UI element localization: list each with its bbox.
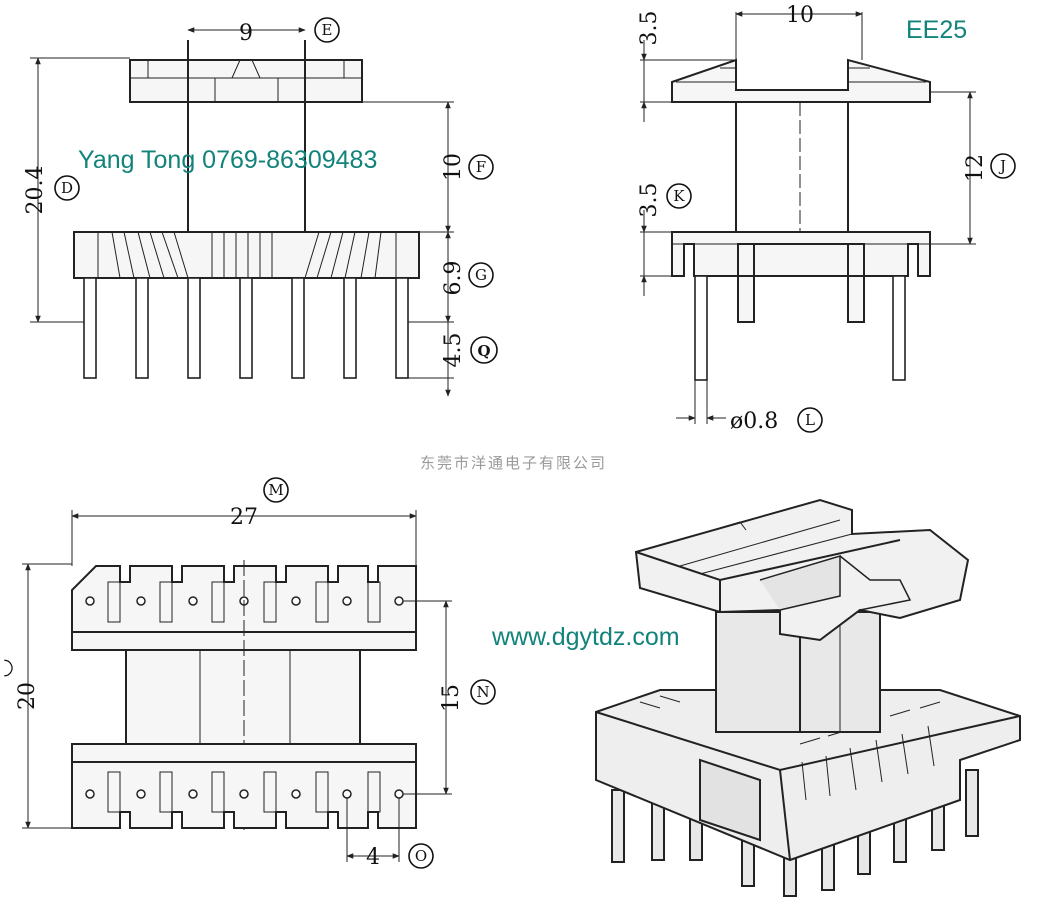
side-top-flange bbox=[671, 58, 931, 103]
bottom-dim-27: 27 bbox=[230, 505, 258, 530]
front-view bbox=[30, 27, 454, 397]
isometric-view bbox=[595, 498, 1021, 897]
bottom-dim-4: 4 bbox=[366, 845, 380, 870]
front-dim-6-9: 6.9 bbox=[441, 261, 466, 296]
svg-text:M: M bbox=[268, 481, 283, 499]
front-pins bbox=[83, 277, 409, 379]
svg-text:F: F bbox=[476, 158, 486, 176]
front-dim-10: 10 bbox=[441, 153, 466, 181]
side-dim-10: 10 bbox=[786, 3, 814, 28]
bottom-core bbox=[125, 649, 361, 745]
ref-circle-f: F bbox=[468, 154, 494, 180]
ref-circle-q: Q bbox=[470, 336, 498, 364]
side-base bbox=[671, 231, 931, 323]
ref-circle-e: E bbox=[314, 17, 340, 43]
ref-circle-m: M bbox=[263, 477, 289, 503]
bottom-dim-15: 15 bbox=[439, 684, 464, 712]
svg-text:N: N bbox=[476, 683, 489, 701]
model-label: EE25 bbox=[906, 16, 967, 44]
ref-circle-k: K bbox=[666, 183, 692, 209]
side-pin-left bbox=[694, 275, 708, 381]
svg-text:K: K bbox=[673, 187, 685, 205]
side-pin-right bbox=[892, 275, 906, 381]
side-dim-top-3-5: 3.5 bbox=[637, 11, 662, 46]
front-top-flange bbox=[129, 59, 363, 103]
contact-watermark: Yang Tong 0769-86309483 bbox=[78, 146, 377, 174]
side-dim-mid-3-5: 3.5 bbox=[637, 183, 662, 218]
side-view bbox=[640, 11, 976, 424]
svg-text:J: J bbox=[998, 157, 1006, 175]
ref-circle-l: L bbox=[797, 407, 823, 433]
side-dim-12: 12 bbox=[963, 154, 988, 182]
svg-text:O: O bbox=[415, 847, 427, 865]
ref-circle-j: J bbox=[990, 153, 1016, 179]
svg-text:E: E bbox=[322, 21, 333, 39]
ref-circle-n: N bbox=[470, 679, 496, 705]
bottom-view bbox=[22, 510, 452, 862]
bottom-left-edge-mark: ◡ bbox=[0, 658, 16, 677]
side-dim-pin-dia: ø0.8 bbox=[730, 409, 778, 434]
svg-text:D: D bbox=[61, 179, 73, 197]
svg-text:Q: Q bbox=[477, 342, 490, 360]
ref-circle-g: G bbox=[468, 262, 494, 288]
website-watermark: www.dgytdz.com bbox=[491, 623, 680, 651]
front-dim-20-4: 20.4 bbox=[23, 166, 48, 215]
front-dim-4-5: 4.5 bbox=[441, 333, 466, 368]
ref-circle-o: O bbox=[408, 843, 434, 869]
company-name-cn: 东莞市洋通电子有限公司 bbox=[420, 454, 607, 472]
front-dim-9: 9 bbox=[239, 21, 253, 46]
svg-text:G: G bbox=[475, 266, 487, 284]
ref-circle-d: D bbox=[54, 175, 80, 201]
svg-text:L: L bbox=[805, 411, 815, 429]
bottom-dim-20: 20 bbox=[15, 682, 40, 710]
